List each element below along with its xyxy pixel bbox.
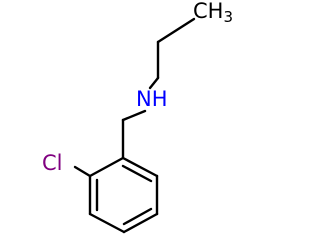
bond-c1-n <box>148 76 160 90</box>
ring-bond-1 <box>121 156 159 178</box>
ring-bond-4 <box>88 212 126 234</box>
ring-bond-3-inner <box>122 207 153 226</box>
bond-ch3-c2 <box>156 17 196 44</box>
ring-bond-1-inner <box>121 164 153 183</box>
amine-label: NH <box>136 87 168 111</box>
ring-bond-6 <box>88 156 125 178</box>
ring-bond-3 <box>122 212 159 234</box>
chemical-structure: CH3 NH Cl <box>42 0 233 234</box>
bond-ring-cl <box>73 165 92 178</box>
bond-n-ch2 <box>121 109 147 122</box>
methyl-label-subscript: 3 <box>223 8 233 26</box>
methyl-label: CH3 <box>193 0 233 26</box>
methyl-label-text: CH <box>193 0 223 23</box>
chlorine-label: Cl <box>42 151 63 175</box>
